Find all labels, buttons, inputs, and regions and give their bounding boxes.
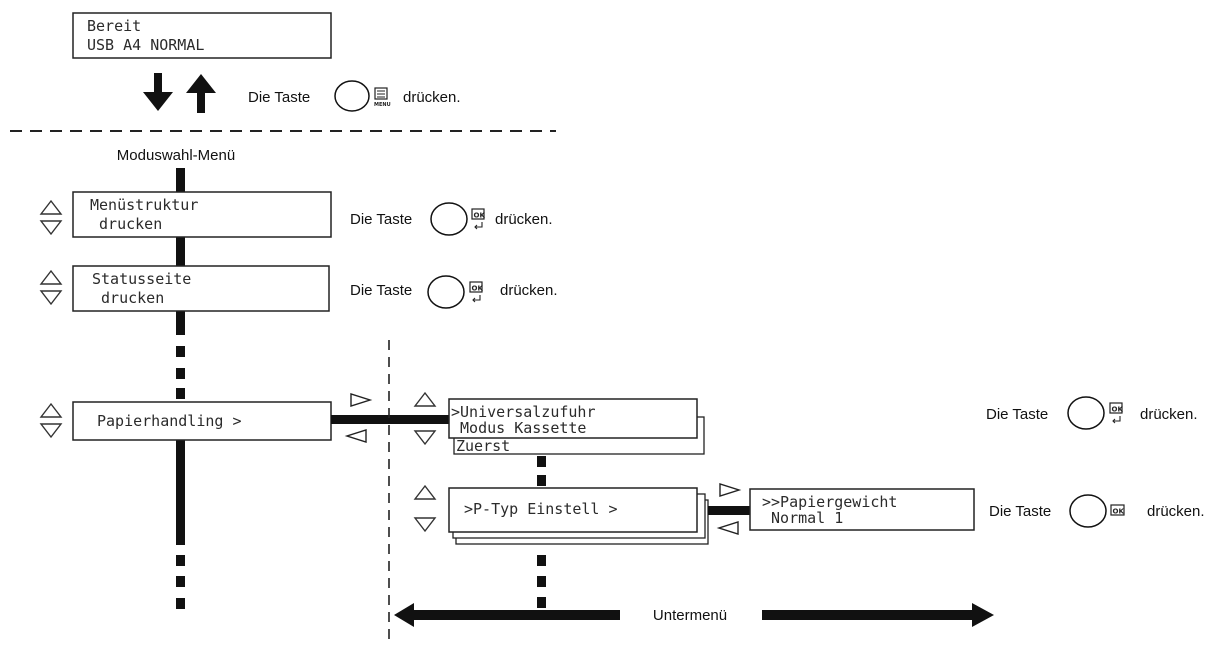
scroll-arrows-icon <box>39 199 63 236</box>
menu-key-icon: MENU <box>334 80 391 112</box>
main-spine-dotted-lower <box>176 555 185 609</box>
press-ok-suffix-2: drücken. <box>500 282 558 299</box>
ok-key-caption-1: OK <box>474 212 486 220</box>
press-menu-suffix: drücken. <box>403 89 461 106</box>
ok-key-icon: OK <box>430 202 486 236</box>
status-display-box <box>72 12 332 59</box>
arrow-left-icon <box>344 429 367 443</box>
submenu-ptype-box-front <box>448 487 698 533</box>
menu-item-status-page-line2: drucken <box>92 289 164 307</box>
submenu-ptype-label: >P-Typ Einstell > <box>464 500 618 518</box>
menu-item-status-page-line1: Statusseite <box>92 270 191 288</box>
ok-key-caption-4: OK <box>1113 508 1125 516</box>
menu-key-caption: MENU <box>374 102 391 108</box>
ok-key-icon: OK <box>1067 396 1124 430</box>
main-spine-lower <box>176 440 185 545</box>
mode-menu-label: Moduswahl-Menü <box>117 147 235 164</box>
press-ok-suffix-1: drücken. <box>495 211 553 228</box>
scroll-arrows-icon <box>39 269 63 306</box>
press-ok-prefix-4: Die Taste <box>989 503 1051 520</box>
press-ok-prefix-3: Die Taste <box>986 406 1048 423</box>
menu-item-status-page-box <box>72 265 330 312</box>
menu-item-paper-handling-box <box>72 401 332 441</box>
menu-item-paper-handling-label: Papierhandling > <box>97 412 242 430</box>
ok-key-caption-3: OK <box>1112 406 1124 414</box>
press-ok-suffix-4: drücken. <box>1147 503 1205 520</box>
menu-item-print-structure-box <box>72 191 332 238</box>
subsubmenu-weight-box <box>749 488 975 531</box>
submenu-feed-line1: >Universalzufuhr <box>451 403 596 421</box>
status-display-line1: Bereit <box>87 17 141 35</box>
connector-to-submenu <box>331 415 450 424</box>
press-ok-prefix-2: Die Taste <box>350 282 412 299</box>
status-display-line2: USB A4 NORMAL <box>87 36 204 54</box>
press-ok-suffix-3: drücken. <box>1140 406 1198 423</box>
ok-key-caption-2: OK <box>472 285 484 293</box>
scroll-arrows-icon <box>413 391 437 446</box>
submenu-feed-box-front <box>448 398 698 439</box>
ok-key-icon: OK <box>1069 494 1125 528</box>
menu-item-print-structure-line1: Menüstruktur <box>90 196 198 214</box>
submenu-label: Untermenü <box>653 607 727 624</box>
arrow-up-icon <box>186 74 216 113</box>
main-spine-dotted-upper <box>176 346 185 399</box>
scroll-arrows-icon <box>39 402 63 439</box>
scroll-arrows-icon <box>413 484 437 533</box>
submenu-dotted-connector <box>537 456 546 486</box>
submenu-feed-line2: Modus Kassette <box>451 419 586 437</box>
arrow-right-icon <box>350 393 373 407</box>
submenu-feed-line3: Zuerst <box>456 437 510 455</box>
connector-to-subsubmenu <box>708 506 750 515</box>
submenu-dotted-connector-lower <box>537 555 546 608</box>
subsubmenu-weight-line2: Normal 1 <box>762 509 843 527</box>
submenu-double-arrow <box>394 603 994 627</box>
arrow-left-icon <box>716 521 739 535</box>
main-spine-solid <box>176 168 185 335</box>
menu-item-print-structure-line2: drucken <box>90 215 162 233</box>
ok-key-icon: OK <box>427 275 484 309</box>
arrow-down-icon <box>143 73 173 111</box>
arrow-right-icon <box>719 483 742 497</box>
press-menu-prefix: Die Taste <box>248 89 310 106</box>
subsubmenu-weight-line1: >>Papiergewicht <box>762 493 897 511</box>
press-ok-prefix-1: Die Taste <box>350 211 412 228</box>
